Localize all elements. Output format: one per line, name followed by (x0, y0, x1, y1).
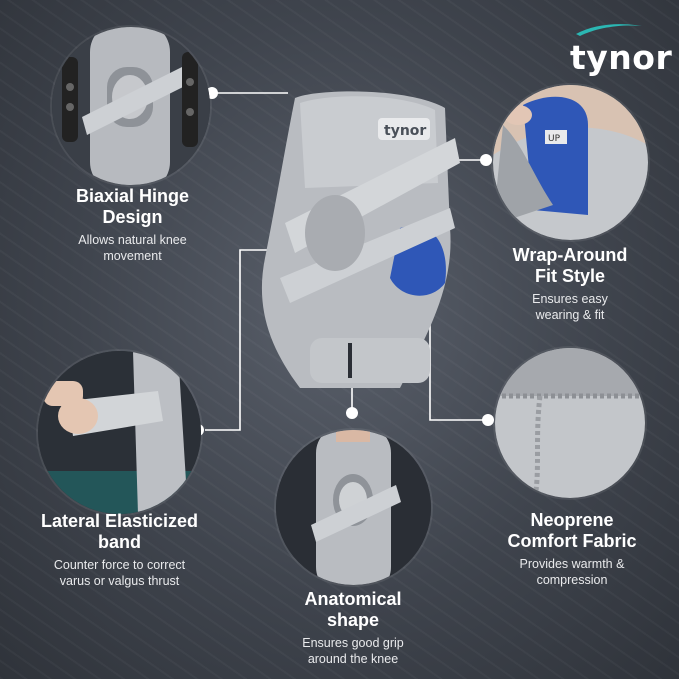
feature-title-line2: Design (102, 207, 163, 227)
feature-title-line2: Fit Style (534, 266, 605, 286)
feature-desc-line1: Ensures easy (532, 292, 608, 306)
feature-wrap-around: Wrap-Around Fit Style Ensures easy weari… (490, 245, 650, 323)
feature-title-line1: Lateral Elasticized (40, 511, 199, 531)
feature-desc-line1: Allows natural knee (78, 233, 187, 247)
brand-logo-text: tynor (570, 38, 673, 77)
feature-desc-line2: wearing & fit (535, 308, 605, 322)
feature-anatomical-shape: Anatomical shape Ensures good grip aroun… (278, 589, 428, 667)
feature-desc-line1: Provides warmth & (519, 557, 625, 571)
feature-title-line1: Neoprene (530, 510, 614, 530)
feature-desc-line1: Ensures good grip (302, 636, 404, 650)
lateral-band-detail-image (38, 351, 201, 514)
feature-desc-line1: Counter force to correct (53, 558, 186, 572)
feature-title-line2: shape (326, 610, 380, 630)
wrap-around-detail-image: UP (493, 85, 648, 240)
feature-title-line1: Anatomical (304, 589, 402, 609)
hinge-detail-image (52, 27, 210, 185)
feature-desc-line2: compression (536, 573, 608, 587)
neoprene-fabric-detail-image (495, 348, 645, 498)
feature-desc-line2: movement (103, 249, 162, 263)
brace-logo-text: tynor (384, 123, 426, 139)
brand-logo: tynor (568, 22, 672, 77)
feature-neoprene-fabric: Neoprene Comfort Fabric Provides warmth … (492, 510, 652, 588)
feature-title-line2: band (98, 532, 141, 552)
knee-brace-product-image: tynor (261, 91, 460, 388)
feature-title-line1: Biaxial Hinge (75, 186, 190, 206)
feature-desc-line2: varus or valgus thrust (59, 574, 180, 588)
feature-title-line2: Comfort Fabric (507, 531, 637, 551)
up-tag-text: UP (548, 134, 561, 144)
feature-lateral-band: Lateral Elasticized band Counter force t… (22, 511, 217, 589)
feature-title-line1: Wrap-Around (512, 245, 628, 265)
logo-swoosh-icon (576, 24, 642, 36)
anatomical-shape-detail-image (276, 430, 431, 585)
feature-desc-line2: around the knee (307, 652, 399, 666)
feature-biaxial-hinge: Biaxial Hinge Design Allows natural knee… (55, 186, 210, 264)
